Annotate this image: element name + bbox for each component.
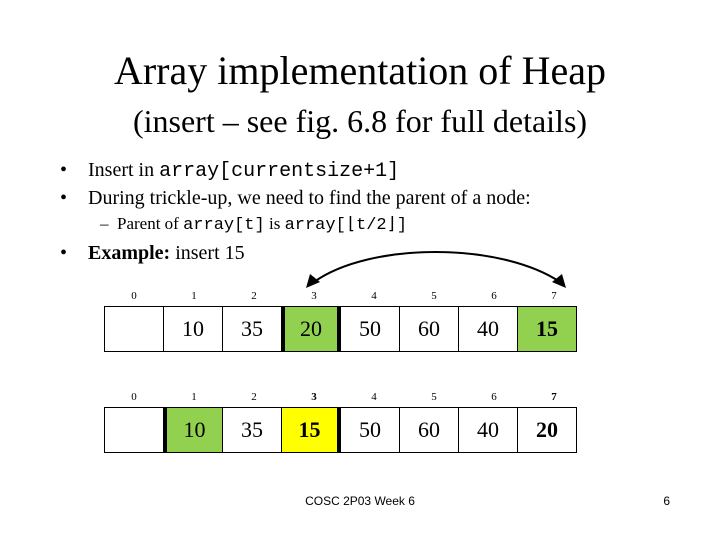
slide-footer: COSC 2P03 Week 6 xyxy=(305,494,415,508)
bullet-marker: • xyxy=(60,187,68,209)
array1-index-row: 0 1 2 3 4 5 6 7 xyxy=(104,288,584,304)
bullet-insert-code: array[currentsize+1] xyxy=(159,160,400,183)
array1-index: 2 xyxy=(251,290,257,302)
heap-array-before: 10 35 20 50 60 40 15 xyxy=(104,306,584,352)
bullet-trickle-up-text: During trickle-up, we need to find the p… xyxy=(88,187,531,209)
array2-cell: 40 xyxy=(458,407,518,453)
array1-cell-parent: 20 xyxy=(281,306,341,352)
array2-cell: 35 xyxy=(222,407,282,453)
array1-index: 3 xyxy=(311,290,317,302)
bullet-marker: • xyxy=(60,242,68,264)
example-label: Example: xyxy=(88,242,171,264)
bullet-marker: • xyxy=(60,159,68,181)
slide-page-number: 6 xyxy=(663,494,670,508)
array1-cell: 60 xyxy=(399,306,459,352)
array2-index: 6 xyxy=(491,391,497,403)
array2-cell-moved-up: 15 xyxy=(281,407,341,453)
array2-index: 2 xyxy=(251,391,257,403)
bullet-insert: • Insert in array[currentsize+1] xyxy=(60,157,399,185)
sub-bullet-dash: – xyxy=(100,214,109,233)
array1-index: 0 xyxy=(131,290,137,302)
array2-cell xyxy=(104,407,164,453)
array1-cell-inserted: 15 xyxy=(517,306,577,352)
array1-index: 7 xyxy=(551,290,557,302)
sub-bullet-mid: is xyxy=(264,214,285,233)
array1-cell: 40 xyxy=(458,306,518,352)
swap-arrow xyxy=(306,251,566,288)
heap-array-after: 10 35 15 50 60 40 20 xyxy=(104,407,584,453)
array1-cell xyxy=(104,306,164,352)
array1-index: 5 xyxy=(431,290,437,302)
array2-index: 7 xyxy=(551,391,557,403)
bullet-insert-text: Insert in xyxy=(88,159,160,181)
sub-bullet-code-parent: array[⌊t/2⌋] xyxy=(284,216,408,235)
sub-bullet-prefix: Parent of xyxy=(117,214,184,233)
array2-index-row: 0 1 2 3 4 5 6 7 xyxy=(104,389,584,405)
array2-index: 5 xyxy=(431,391,437,403)
sub-bullet-parent: – Parent of array[t] is array[⌊t/2⌋] xyxy=(100,213,407,237)
array2-cell-root: 10 xyxy=(163,407,223,453)
bullet-example: • Example: insert 15 xyxy=(60,240,245,266)
array2-index: 4 xyxy=(371,391,377,403)
array1-cell: 10 xyxy=(163,306,223,352)
array1-index: 4 xyxy=(371,290,377,302)
array2-index: 3 xyxy=(311,391,317,403)
array1-index: 6 xyxy=(491,290,497,302)
array2-index: 0 xyxy=(131,391,137,403)
array1-index: 1 xyxy=(191,290,197,302)
slide-subtitle: (insert – see fig. 6.8 for full details) xyxy=(132,103,588,139)
array1-cell: 35 xyxy=(222,306,282,352)
array2-cell: 50 xyxy=(340,407,400,453)
array2-cell: 60 xyxy=(399,407,459,453)
slide-title: Array implementation of Heap xyxy=(113,48,607,93)
sub-bullet-code-t: array[t] xyxy=(183,216,265,235)
bullet-trickle-up: • During trickle-up, we need to find the … xyxy=(60,185,531,211)
array2-index: 1 xyxy=(191,391,197,403)
array2-cell-moved-down: 20 xyxy=(517,407,577,453)
array1-cell: 50 xyxy=(340,306,400,352)
example-text: insert 15 xyxy=(170,242,245,264)
